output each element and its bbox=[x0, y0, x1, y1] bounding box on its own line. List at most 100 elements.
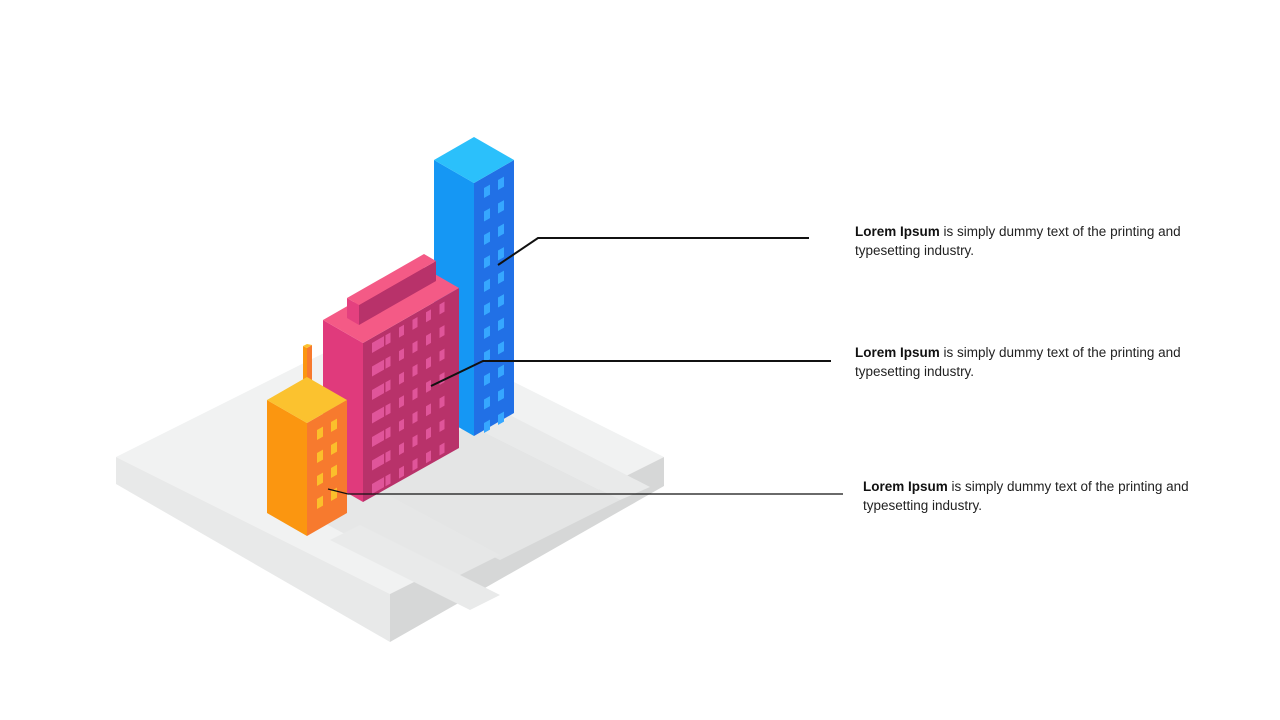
window bbox=[412, 340, 418, 354]
window bbox=[385, 355, 391, 369]
callout-text-3: Lorem Ipsum is simply dummy text of the … bbox=[863, 477, 1203, 515]
orange-antenna-top bbox=[303, 344, 312, 348]
window bbox=[498, 411, 504, 425]
callout-1-bold: Lorem Ipsum bbox=[855, 224, 940, 239]
window bbox=[412, 387, 418, 401]
window bbox=[498, 364, 504, 378]
window bbox=[317, 426, 323, 440]
window bbox=[385, 332, 391, 346]
window bbox=[385, 379, 391, 393]
window bbox=[484, 208, 490, 222]
orange-building-top bbox=[267, 377, 347, 423]
callout-2-bold: Lorem Ipsum bbox=[855, 345, 940, 360]
window bbox=[412, 317, 418, 330]
window bbox=[498, 294, 504, 308]
window bbox=[331, 464, 337, 478]
window bbox=[331, 418, 337, 432]
window bbox=[399, 348, 404, 362]
window bbox=[484, 278, 490, 292]
window bbox=[484, 184, 490, 198]
street-stripe-1 bbox=[470, 410, 650, 500]
pink-roof-block-top bbox=[347, 254, 436, 305]
callout-3-body: is simply dummy text of the printing and… bbox=[863, 479, 1189, 513]
window bbox=[372, 477, 384, 494]
orange-building-windows bbox=[317, 418, 337, 509]
window bbox=[399, 324, 404, 338]
window bbox=[498, 388, 504, 402]
callout-1-body: is simply dummy text of the printing and… bbox=[855, 224, 1181, 258]
window bbox=[498, 341, 504, 355]
blue-tower-windows bbox=[484, 176, 504, 433]
window bbox=[484, 255, 490, 269]
window bbox=[372, 430, 384, 447]
window bbox=[439, 301, 445, 315]
window bbox=[439, 442, 445, 456]
blue-tower-top bbox=[434, 137, 514, 183]
window bbox=[412, 458, 418, 471]
leader-line-3 bbox=[327, 488, 843, 495]
orange-building-right-face bbox=[307, 400, 347, 536]
window bbox=[372, 383, 384, 400]
window bbox=[399, 465, 404, 479]
callout-2-body: is simply dummy text of the printing and… bbox=[855, 345, 1181, 379]
window bbox=[372, 453, 384, 471]
window bbox=[399, 418, 404, 432]
window bbox=[484, 302, 490, 316]
window bbox=[399, 442, 404, 456]
orange-building bbox=[267, 344, 347, 536]
window bbox=[498, 176, 504, 190]
orange-building-left-face bbox=[267, 400, 307, 536]
callout-text-1: Lorem Ipsum is simply dummy text of the … bbox=[855, 222, 1195, 260]
leader-line-1 bbox=[497, 237, 809, 266]
leader-line-2 bbox=[430, 360, 831, 387]
window bbox=[484, 396, 490, 410]
pink-roof-block-left bbox=[347, 298, 359, 325]
window bbox=[385, 473, 391, 487]
window bbox=[426, 426, 431, 440]
window bbox=[498, 247, 504, 261]
window bbox=[498, 270, 504, 284]
window bbox=[331, 441, 337, 455]
window bbox=[439, 348, 445, 362]
platform-shadow-2 bbox=[300, 480, 500, 585]
window bbox=[484, 325, 490, 339]
window bbox=[385, 449, 391, 463]
window bbox=[372, 336, 384, 353]
window bbox=[412, 434, 418, 448]
window bbox=[399, 395, 404, 409]
window bbox=[426, 356, 431, 370]
window bbox=[372, 359, 384, 377]
window bbox=[372, 406, 384, 424]
window bbox=[498, 200, 504, 214]
window bbox=[426, 309, 431, 323]
window bbox=[412, 411, 418, 424]
window bbox=[426, 332, 431, 346]
window bbox=[317, 472, 323, 486]
window bbox=[484, 419, 490, 433]
leader-lines bbox=[327, 237, 843, 495]
window bbox=[385, 402, 391, 416]
platform-left-face bbox=[116, 457, 390, 642]
window bbox=[484, 372, 490, 386]
callout-text-2: Lorem Ipsum is simply dummy text of the … bbox=[855, 343, 1195, 381]
window bbox=[426, 379, 431, 393]
window bbox=[317, 449, 323, 463]
window bbox=[426, 403, 431, 417]
window bbox=[498, 317, 504, 331]
blue-tower-right-face bbox=[474, 160, 514, 436]
window bbox=[439, 395, 445, 409]
window bbox=[385, 426, 391, 440]
window bbox=[498, 223, 504, 237]
window bbox=[484, 349, 490, 363]
callout-3-bold: Lorem Ipsum bbox=[863, 479, 948, 494]
window bbox=[426, 450, 431, 464]
pink-building-windows bbox=[372, 301, 445, 494]
window bbox=[317, 495, 323, 509]
window bbox=[484, 231, 490, 245]
window bbox=[439, 419, 445, 432]
pink-roof-block-right bbox=[359, 261, 436, 325]
window bbox=[412, 364, 418, 377]
street-stripe-2 bbox=[330, 525, 500, 610]
window bbox=[399, 371, 404, 385]
